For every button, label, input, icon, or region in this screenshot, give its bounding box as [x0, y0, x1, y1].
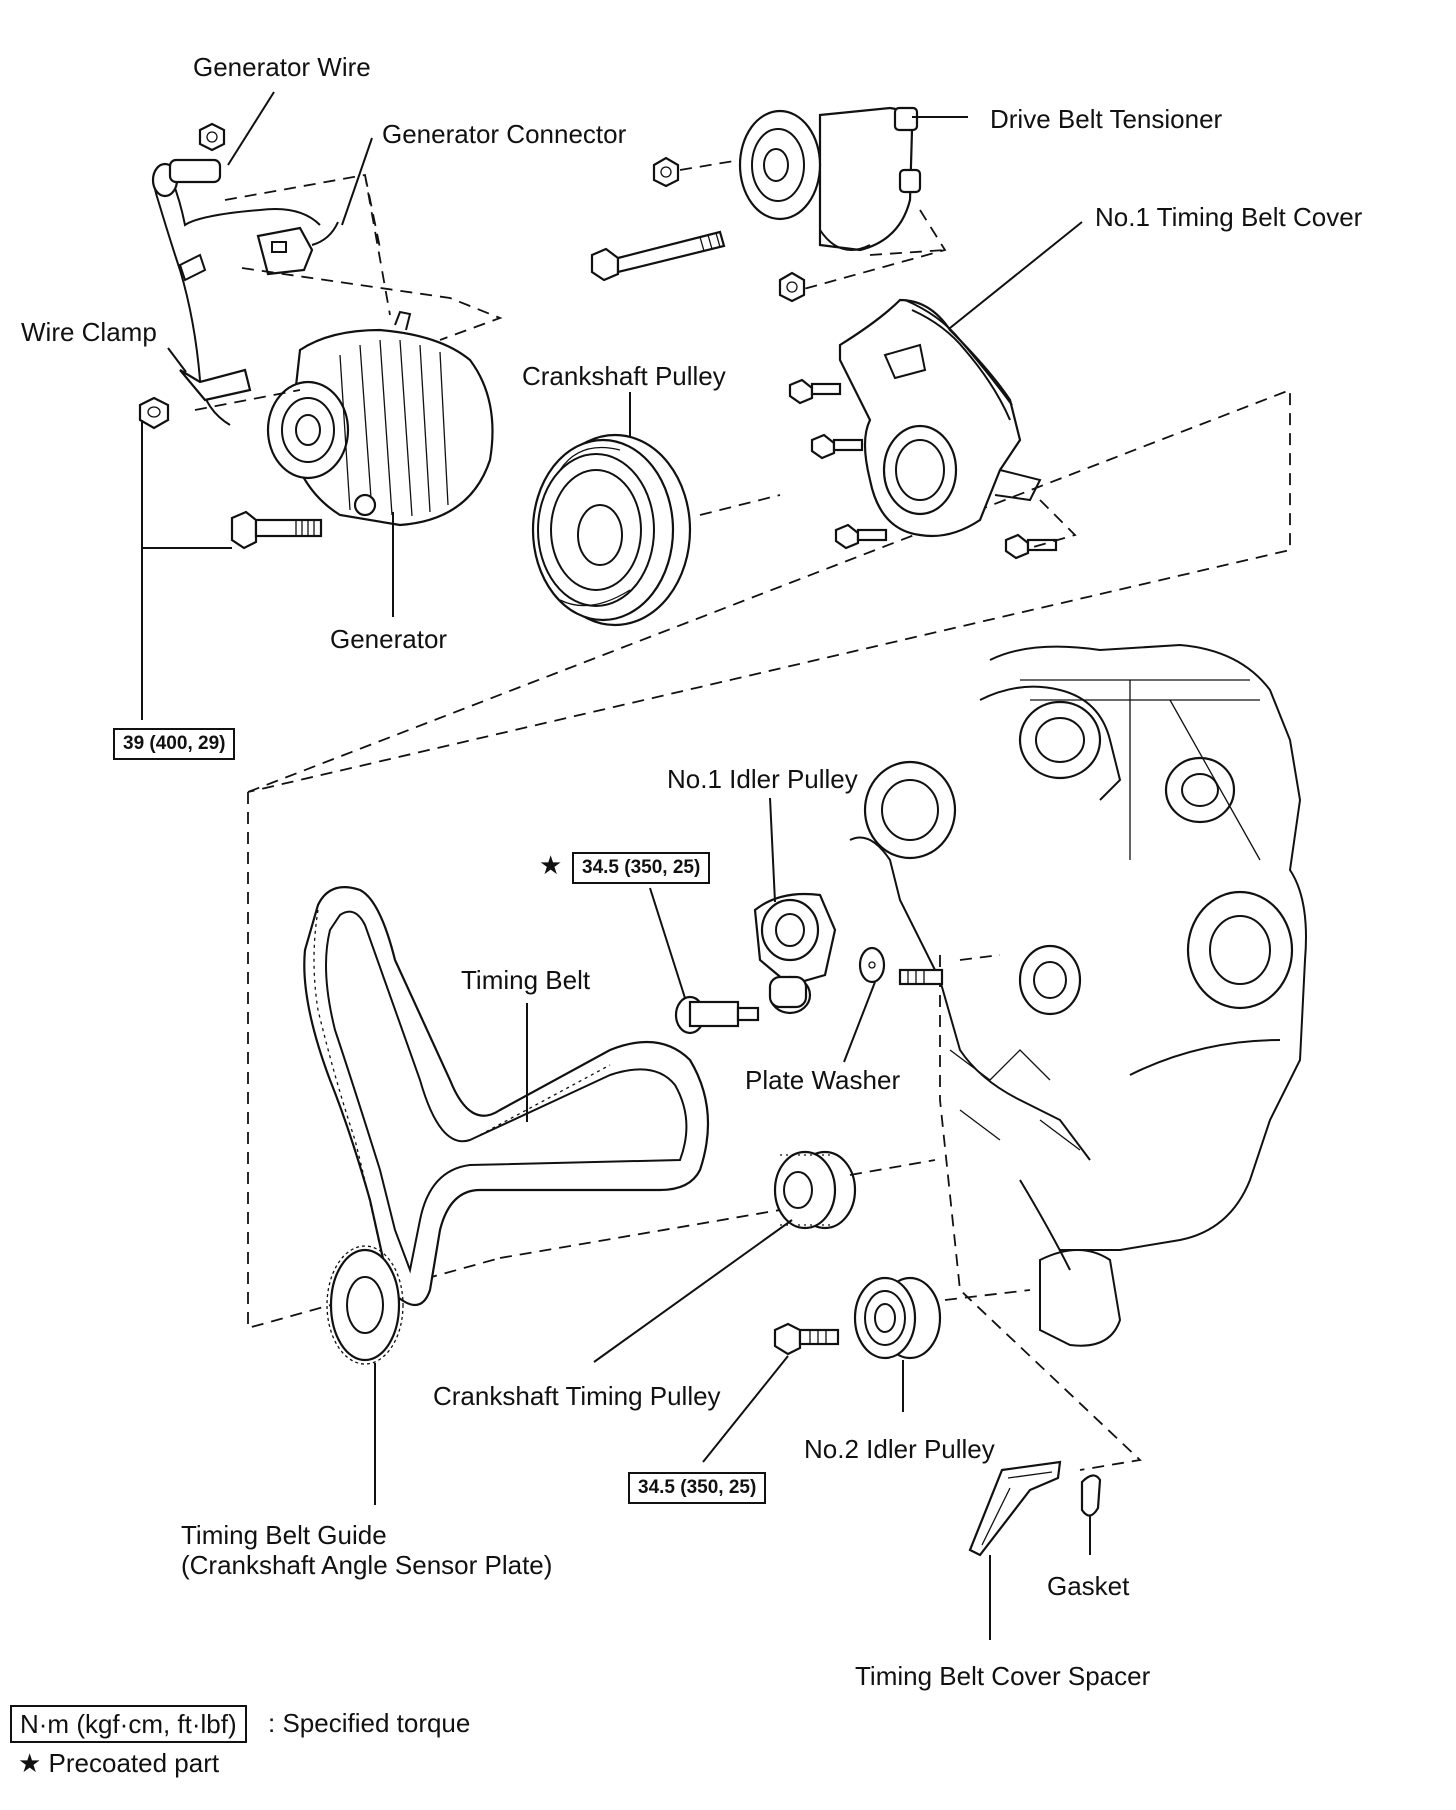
label-crankshaft-pulley: Crankshaft Pulley [522, 361, 726, 391]
generator-connector-part [256, 221, 339, 276]
idler-bolt [674, 995, 760, 1035]
label-no1-timing-belt-cover: No.1 Timing Belt Cover [1095, 202, 1363, 232]
engine-block-part [849, 643, 1307, 1347]
no1-timing-belt-cover-part [838, 298, 1042, 538]
wire-clamp-part [138, 368, 252, 430]
crankshaft-timing-pulley-part [773, 1150, 857, 1230]
no1-idler-pulley-part [753, 892, 837, 1015]
tensioner-nut-top [652, 156, 680, 188]
label-gasket: Gasket [1047, 1571, 1130, 1601]
label-timing-belt: Timing Belt [461, 965, 591, 995]
generator-bolt [230, 510, 323, 550]
cover-bolt-3 [834, 523, 888, 550]
label-crankshaft-timing-pulley: Crankshaft Timing Pulley [433, 1381, 721, 1411]
tensioner-nut-bottom [778, 271, 806, 303]
label-timing-belt-cover-spacer: Timing Belt Cover Spacer [855, 1661, 1151, 1691]
label-drive-belt-tensioner: Drive Belt Tensioner [990, 104, 1223, 134]
no2-idler-pulley-part [853, 1276, 942, 1360]
label-no1-idler-pulley: No.1 Idler Pulley [667, 764, 858, 794]
torque-box-idler-bolt: 34.5 (350, 25) [572, 852, 711, 884]
cover-bolt-1 [788, 378, 842, 405]
wire-nut [198, 122, 226, 152]
drive-belt-tensioner-part [738, 106, 922, 252]
generator-wire-part [151, 158, 321, 426]
gasket-part [1080, 1474, 1102, 1517]
cover-bolt-2 [810, 433, 864, 460]
legend-precoated: ★ Precoated part [18, 1748, 220, 1778]
label-plate-washer: Plate Washer [745, 1065, 901, 1095]
label-generator: Generator [330, 624, 448, 654]
torque-box-generator-bolt: 39 (400, 29) [113, 728, 236, 760]
idler-stud [898, 968, 944, 986]
label-no2-idler-pulley: No.2 Idler Pulley [804, 1434, 995, 1464]
label-generator-wire: Generator Wire [193, 52, 371, 82]
timing-belt-cover-spacer-part [968, 1460, 1062, 1557]
label-wire-clamp: Wire Clamp [21, 317, 157, 347]
timing-belt-part [303, 886, 710, 1307]
leader-lines [141, 91, 1091, 1640]
torque-box-no2-idler-bolt: 34.5 (350, 25) [628, 1472, 767, 1504]
generator-part [266, 310, 494, 527]
cover-bolt-4 [1004, 533, 1058, 560]
label-timing-belt-guide: Timing Belt Guide (Crankshaft Angle Sens… [181, 1520, 553, 1580]
plate-washer-part [858, 946, 886, 984]
no2-idler-bolt [773, 1322, 840, 1356]
precoated-star-icon: ★ [539, 851, 563, 881]
label-generator-connector: Generator Connector [382, 119, 627, 149]
timing-belt-guide-part [326, 1245, 404, 1365]
crankshaft-pulley-part [531, 433, 692, 627]
legend-unit-description: : Specified torque [268, 1708, 471, 1738]
tensioner-bolt [590, 230, 726, 282]
legend-unit-box: N·m (kgf·cm, ft·lbf) [10, 1705, 247, 1743]
